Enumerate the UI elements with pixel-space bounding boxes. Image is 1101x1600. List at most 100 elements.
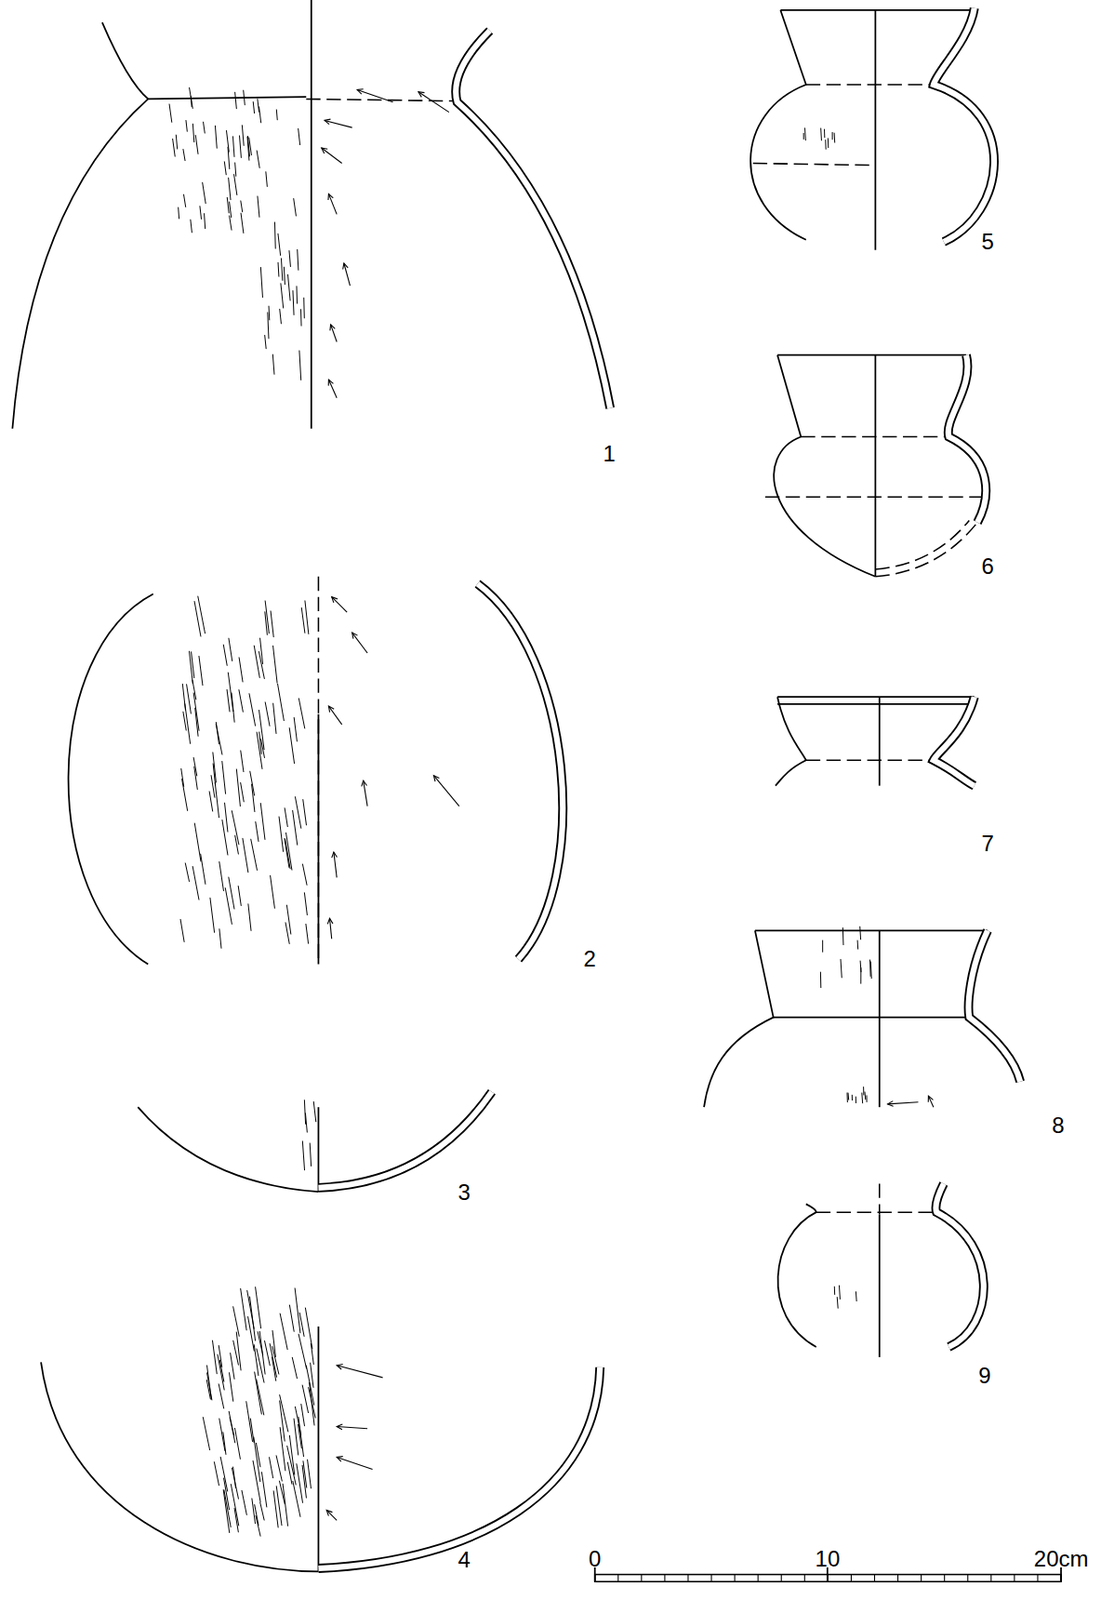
scrape-mark: [289, 1304, 294, 1332]
scrape-mark: [855, 1290, 858, 1301]
tool-direction-arrows: [321, 89, 934, 1521]
scale-tick: [1036, 1574, 1038, 1582]
wall-section-fill: [477, 583, 564, 959]
scrape-mark: [223, 1431, 226, 1454]
scrape-mark: [264, 1339, 270, 1366]
scrape-mark: [280, 257, 282, 280]
scale-tick: [781, 1574, 783, 1582]
scrape-mark: [294, 795, 301, 828]
scrape-mark: [246, 1400, 253, 1442]
scrape-mark: [228, 876, 235, 910]
scrape-mark: [255, 1286, 262, 1328]
scrape-mark: [194, 822, 201, 863]
scrape-mark: [235, 92, 238, 109]
wall-section-fill: [968, 929, 1022, 1081]
scale-tick: [804, 1574, 806, 1582]
scrape-mark: [305, 1112, 307, 1132]
scrape-mark: [272, 354, 275, 375]
scrape-mark: [242, 837, 249, 873]
scrape-mark: [218, 1382, 225, 1408]
callout-number: 1: [602, 442, 615, 465]
scrape-mark: [261, 1471, 266, 1507]
scrape-mark: [284, 837, 290, 868]
scale-ticks: [595, 1574, 1062, 1582]
arrow: [336, 1363, 383, 1377]
scrape-mark: [212, 1339, 217, 1374]
scrape-mark: [310, 1362, 314, 1388]
scrape-mark: [186, 683, 192, 714]
scrape-mark: [302, 1140, 305, 1170]
scrape-mark: [190, 95, 193, 107]
scale-tick: [874, 1574, 876, 1582]
scrape-mark: [303, 798, 307, 825]
scrape-mark: [258, 650, 265, 679]
scrape-mark: [870, 961, 873, 980]
scrape-mark: [860, 967, 862, 983]
scrape-mark: [278, 683, 285, 721]
scrape-mark: [238, 656, 243, 682]
scrape-mark: [259, 106, 262, 124]
scrape-mark: [248, 902, 252, 930]
wall-section-fill: [933, 696, 975, 785]
scrape-mark: [250, 770, 255, 796]
scrape-mark: [240, 782, 245, 802]
scrape-mark: [298, 1333, 307, 1369]
scrape-mark: [847, 1092, 849, 1102]
scrape-mark: [304, 891, 307, 916]
scrape-mark: [224, 160, 226, 175]
scrape-mark: [265, 334, 267, 349]
scrape-mark: [183, 148, 186, 161]
scrape-mark: [865, 1094, 867, 1101]
scale-label: 20cm: [1034, 1547, 1089, 1570]
scrape-mark: [252, 1459, 261, 1502]
scrape-mark: [192, 123, 194, 143]
scrape-mark: [823, 129, 825, 138]
scrape-mark: [265, 702, 270, 727]
scrape-mark: [212, 763, 216, 786]
wall-section: [933, 696, 975, 785]
scrape-mark: [304, 1099, 306, 1124]
scrape-mark: [229, 215, 233, 231]
scrape-mark: [238, 689, 244, 712]
scrape-mark: [857, 940, 860, 950]
scrape-mark: [276, 1454, 282, 1481]
arrow: [331, 851, 338, 877]
scrape-mark: [234, 173, 238, 196]
scrape-mark: [251, 838, 258, 871]
arrow: [343, 263, 351, 286]
wall-section: [935, 1182, 983, 1347]
scrape-mark: [261, 738, 266, 758]
scrape-mark: [172, 138, 176, 158]
scrape-mark: [279, 1393, 289, 1432]
callout-number: 3: [458, 1180, 471, 1204]
scrape-mark: [243, 90, 246, 106]
scrape-mark: [254, 1371, 263, 1415]
scrape-mark: [230, 1352, 235, 1380]
scrape-mark: [198, 655, 203, 686]
scrape-mark: [286, 904, 292, 935]
scrape-mark: [284, 807, 288, 827]
scrape-mark: [273, 1489, 279, 1527]
scrape-mark: [289, 727, 294, 764]
arrow: [328, 705, 342, 725]
arrow: [321, 147, 343, 163]
scrape-mark: [278, 1480, 285, 1504]
wall-section-fill: [935, 1182, 983, 1347]
scrape-mark: [842, 927, 845, 945]
scrape-mark: [219, 1359, 225, 1382]
scrape-mark: [225, 887, 232, 925]
wall-section-fill: [933, 8, 995, 242]
scrape-mark: [301, 1403, 306, 1426]
wall-section: [455, 30, 611, 409]
scrape-mark: [296, 1462, 304, 1502]
scrape-mark: [182, 683, 186, 711]
scrape-mark: [298, 697, 306, 729]
scrape-mark: [255, 1514, 261, 1536]
wall-section-fill: [948, 355, 986, 523]
scrape-mark: [863, 1091, 866, 1101]
scrape-mark: [292, 1480, 301, 1517]
scrape-mark: [252, 101, 254, 114]
scrape-mark: [177, 207, 180, 220]
callout-number: 2: [583, 947, 597, 970]
